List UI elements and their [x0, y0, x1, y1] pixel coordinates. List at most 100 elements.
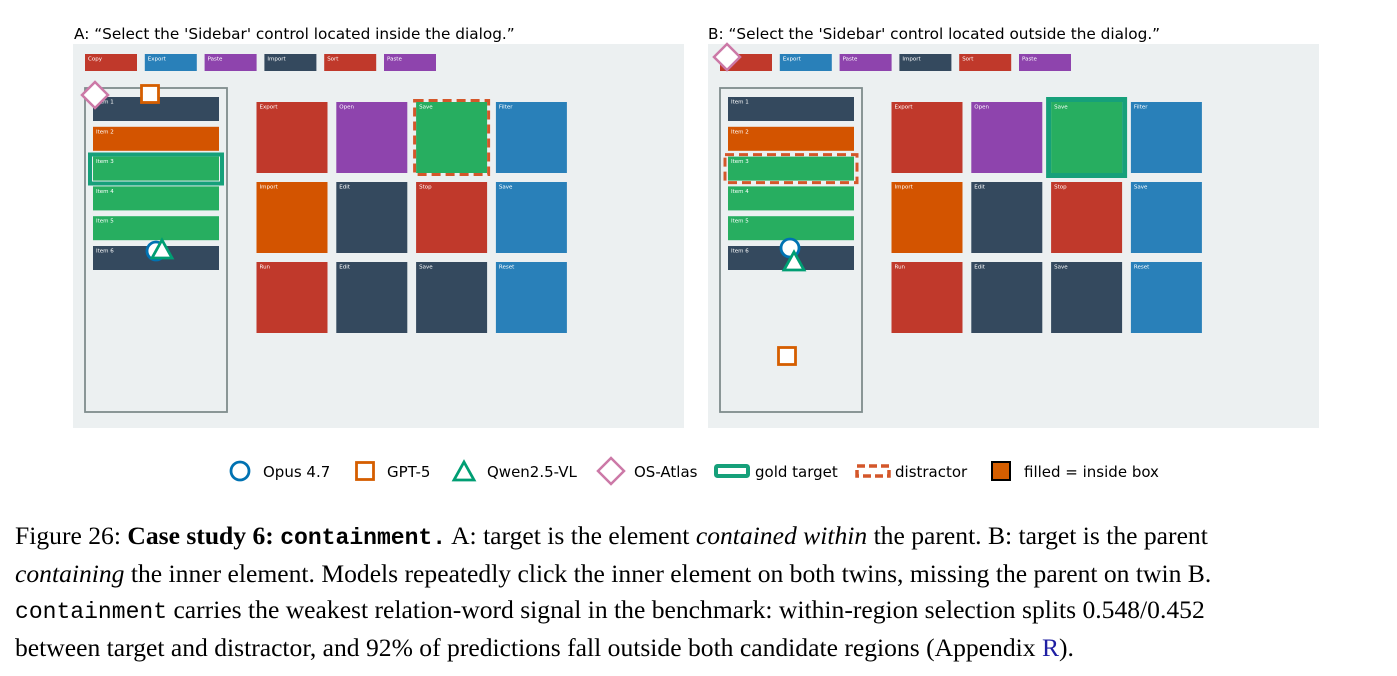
toolbar-button-label: Import	[902, 57, 921, 63]
grid-tile-label: Edit	[339, 185, 350, 191]
grid-tile	[891, 102, 963, 173]
panel-a-osatlas-marker	[80, 80, 110, 110]
toolbar-button	[264, 54, 317, 71]
prediction-markers	[80, 42, 807, 366]
sidebar-item-label: Item 4	[96, 189, 114, 195]
toolbar-button-label: Paste	[387, 57, 402, 63]
figure-caption: Figure 26: Case study 6: containment. A:…	[15, 518, 1211, 666]
panel-b-distractor-box	[723, 153, 859, 185]
panel-a-qwen-marker	[149, 237, 175, 260]
legend-distractor-swatch	[855, 464, 891, 478]
legend-filled-swatch	[991, 461, 1011, 481]
grid-tile-label: Export	[895, 105, 914, 111]
grid-tile-label: Run	[895, 265, 906, 271]
toolbar-button	[839, 54, 892, 71]
caption-text: the inner element. Models repeatedly cli…	[130, 559, 1212, 588]
grid-tile	[1051, 182, 1123, 253]
grid-tile-label: Edit	[974, 265, 985, 271]
sidebar-item	[93, 126, 219, 151]
grid-tile	[971, 182, 1043, 253]
grid-tile-label: Save	[1054, 265, 1068, 271]
toolbar-button-label: Export	[148, 57, 167, 63]
toolbar-button	[384, 54, 436, 71]
grid-tile	[891, 182, 963, 253]
grid-tile	[495, 262, 567, 333]
toolbar-button	[1019, 54, 1071, 71]
appendix-link[interactable]: R	[1041, 633, 1060, 662]
toolbar-button-label: Export	[783, 57, 802, 63]
panel-a-gpt5-marker	[140, 84, 160, 104]
sidebar-item-label: Item 2	[731, 129, 749, 135]
toolbar-button	[204, 54, 257, 71]
caption-line-2: containing the inner element. Models rep…	[15, 556, 1211, 592]
legend-opus-label: Opus 4.7	[263, 463, 330, 481]
sidebar-item	[728, 186, 854, 211]
sidebar-item-label: Item 1	[731, 100, 749, 106]
toolbar-button	[899, 54, 952, 71]
grid-tile-label: Save	[1134, 185, 1148, 191]
grid-tile-label: Import	[260, 185, 279, 191]
legend-gold-target-swatch	[714, 464, 750, 478]
grid-tile-label: Run	[260, 265, 271, 271]
legend-gold-target-label: gold target	[755, 463, 838, 481]
sidebar-item-label: Item 5	[731, 219, 749, 225]
sidebar-item-label: Item 1	[96, 100, 114, 106]
grid-tile	[891, 262, 963, 333]
grid-tile-label: Save	[499, 185, 513, 191]
panel-b-gpt5-marker	[777, 346, 797, 366]
caption-text: carries the weakest relation-word signal…	[173, 595, 1205, 624]
grid-tile	[256, 262, 328, 333]
grid-tile-label: Save	[1054, 105, 1068, 111]
panel-a-distractor-box	[413, 99, 491, 176]
toolbar-button	[85, 54, 137, 71]
sidebar-item	[728, 156, 854, 181]
panel-b-qwen-marker	[781, 249, 807, 272]
caption-bold-title: Case study 6:	[127, 521, 274, 550]
caption-text: ).	[1059, 633, 1074, 662]
grid-tile	[416, 182, 488, 253]
caption-line-4: between target and distractor, and 92% o…	[15, 630, 1211, 666]
caption-text: A: target is the element	[451, 521, 690, 550]
grid-tile-label: Stop	[419, 185, 432, 191]
sidebar-item-label: Item 4	[731, 189, 749, 195]
panel-a-gold-target-box	[88, 152, 224, 186]
sidebar-item	[93, 186, 219, 211]
sidebar-item	[728, 97, 854, 121]
grid-tile	[336, 102, 408, 173]
caption-text: between target and distractor, and 92% o…	[15, 633, 1036, 662]
sidebar-item-label: Item 2	[96, 129, 114, 135]
grid-tile-label: Open	[974, 105, 989, 111]
sidebar-item	[93, 156, 219, 181]
grid-tile	[1130, 262, 1202, 333]
grid-tile	[1051, 102, 1123, 173]
grid-tile	[256, 102, 328, 173]
legend-gpt5-marker	[355, 461, 375, 481]
toolbar-button-label: Paste	[843, 57, 858, 63]
grid-tile-label: Edit	[974, 185, 985, 191]
grid-tile	[1130, 182, 1202, 253]
toolbar-button	[779, 54, 832, 71]
grid-tile-label: Export	[260, 105, 279, 111]
legend-qwen-label: Qwen2.5-VL	[487, 463, 577, 481]
toolbar-button-label: Sort	[327, 57, 339, 63]
caption-emphasis: containing	[15, 559, 125, 588]
caption-emphasis: contained within	[695, 521, 868, 550]
caption-text: the parent. B: target is the parent	[873, 521, 1208, 550]
panel-b-title: B: “Select the 'Sidebar' control located…	[708, 25, 1160, 43]
grid-tile	[416, 262, 488, 333]
toolbar-button-label: Sort	[962, 57, 974, 63]
legend-filled-label: filled = inside box	[1024, 463, 1159, 481]
figure: A: “Select the 'Sidebar' control located…	[73, 25, 1319, 486]
caption-line-3: containment carries the weakest relation…	[15, 592, 1211, 630]
toolbar-button	[959, 54, 1012, 71]
grid-tile-label: Reset	[1134, 265, 1150, 271]
grid-tile-label: Reset	[499, 265, 515, 271]
sidebar-item-label: Item 6	[731, 249, 749, 255]
sidebar-item-label: Item 3	[731, 159, 749, 165]
sidebar-item	[728, 216, 854, 241]
grid-tile-label: Filter	[499, 105, 513, 111]
panel-b-osatlas-marker	[712, 42, 742, 72]
sidebar-item-label: Item 5	[96, 219, 114, 225]
